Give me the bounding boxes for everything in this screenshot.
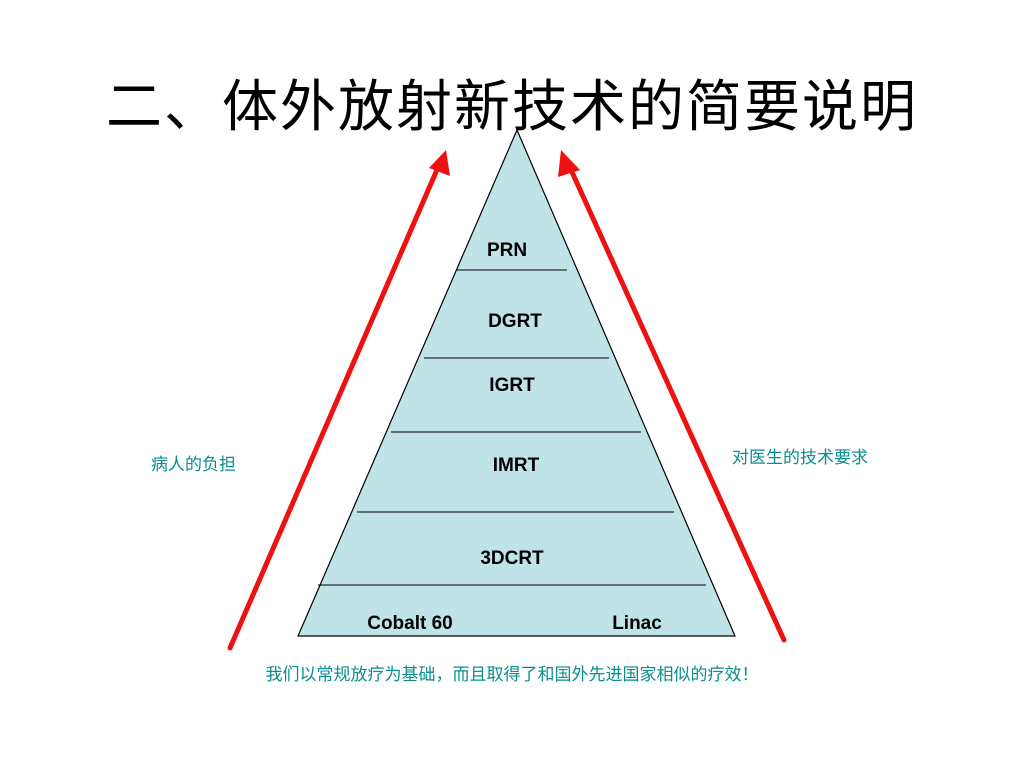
slide-title: 二、体外放射新技术的简要说明: [106, 75, 918, 140]
right-side-label: 对医生的技术要求: [732, 448, 868, 468]
base-label-linac: Linac: [612, 613, 662, 634]
left-arrow: [227, 150, 450, 651]
left-side-label: 病人的负担: [151, 455, 236, 475]
layer-label-dgrt: DGRT: [488, 311, 542, 332]
layer-label-3dcrt: 3DCRT: [480, 548, 544, 569]
pyramid-shape: [297, 128, 736, 637]
footer-note: 我们以常规放疗为基础，而且取得了和国外先进国家相似的疗效！: [265, 665, 759, 685]
right-arrow: [558, 150, 787, 643]
layer-label-prn: PRN: [487, 240, 527, 261]
base-label-cobalt: Cobalt 60: [367, 613, 453, 634]
layer-label-igrt: IGRT: [489, 375, 535, 396]
layer-label-imrt: IMRT: [493, 455, 540, 476]
